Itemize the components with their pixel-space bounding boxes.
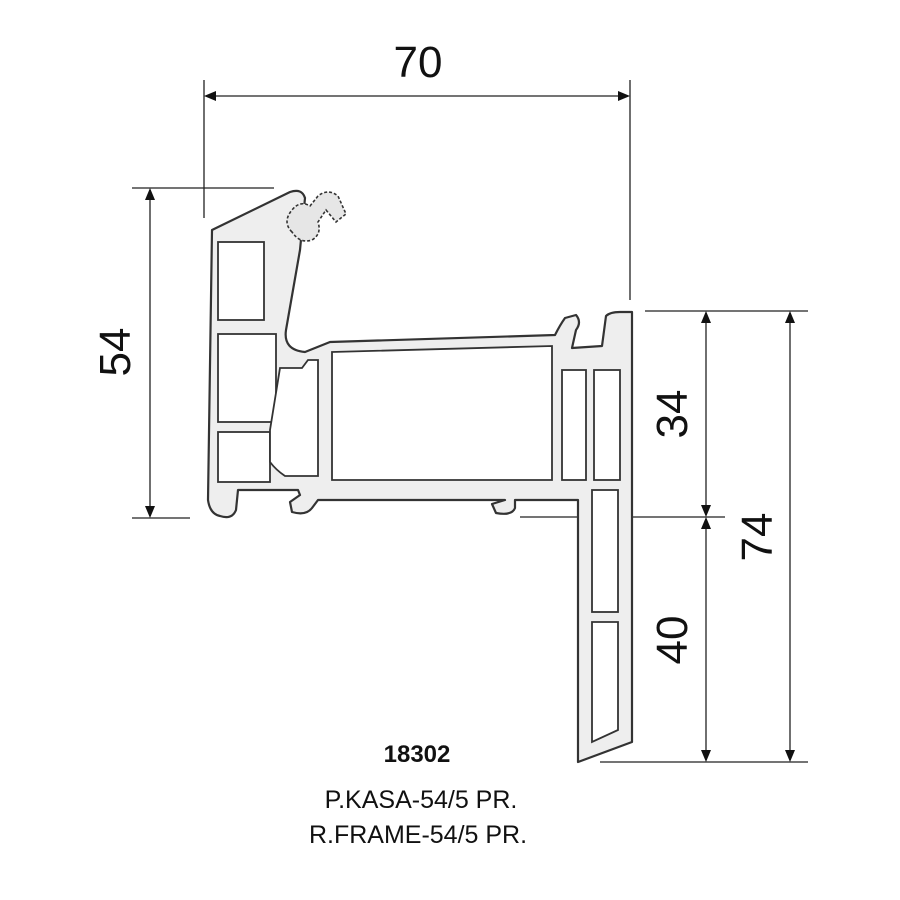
dimension-label-70: 70 [394,38,443,87]
profile-code: 18302 [384,741,451,768]
profile-name-en: R.FRAME-54/5 PR. [309,821,527,849]
dimension-label-40: 40 [648,616,697,665]
profile-name-tr: P.KASA-54/5 PR. [325,786,518,814]
dimension-54: 54 [91,187,274,519]
dimension-label-34: 34 [648,390,697,439]
dimension-label-54: 54 [91,328,140,377]
caption: 18302 P.KASA-54/5 PR. R.FRAME-54/5 PR. [309,741,527,849]
chamber-main [331,345,553,481]
profile-section [206,189,634,764]
chamber-diagonal [269,359,319,477]
chamber-left-middle [217,333,277,423]
chamber-left-bottom [217,431,271,483]
chamber-right-b [593,369,621,481]
dimension-label-74: 74 [733,513,782,562]
dimension-70: 70 [203,38,631,300]
gasket-seal [286,191,347,242]
chamber-leg-upper [591,489,619,613]
chamber-leg-lower [591,621,619,744]
chamber-left-top [217,241,265,321]
chamber-right-a [561,369,587,481]
